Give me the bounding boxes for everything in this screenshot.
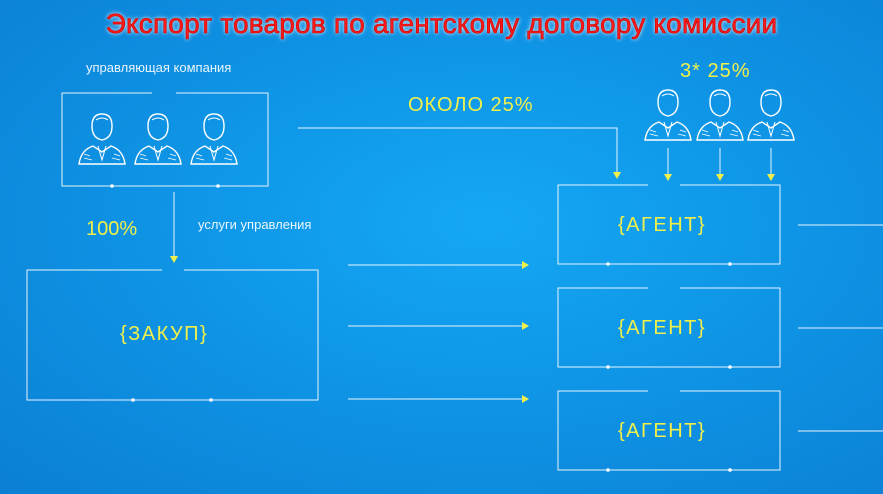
management-box-frame — [61, 92, 269, 187]
agent-box-3-frame — [557, 390, 781, 471]
management-people-icon-group — [78, 113, 238, 165]
agent-node-label-1: {АГЕНТ} — [618, 214, 707, 236]
person-icon — [747, 89, 795, 141]
purchase-box-frame — [26, 269, 319, 401]
agents-percent-label: 3* 25% — [680, 60, 751, 82]
person-icon — [696, 89, 744, 141]
person-icon — [134, 113, 182, 165]
agent-box-1-frame — [557, 184, 781, 265]
person-icon — [644, 89, 692, 141]
management-services-label: услуги управления — [198, 217, 312, 232]
person-icon — [190, 113, 238, 165]
agent-node-label-3: {АГЕНТ} — [618, 420, 707, 442]
purchase-node-label: {ЗАКУП} — [120, 323, 209, 345]
agent-node-label-2: {АГЕНТ} — [618, 317, 707, 339]
person-icon — [78, 113, 126, 165]
agent-box-2-frame — [557, 287, 781, 368]
agent-people-icon-group — [644, 89, 795, 141]
mgmt-to-agent-line — [298, 127, 618, 174]
about-percent-label: ОКОЛО 25% — [408, 94, 534, 116]
full-percent-label: 100% — [86, 218, 138, 240]
page-title: Экспорт товаров по агентскому договору к… — [105, 8, 778, 40]
management-company-label: управляющая компания — [86, 60, 232, 75]
